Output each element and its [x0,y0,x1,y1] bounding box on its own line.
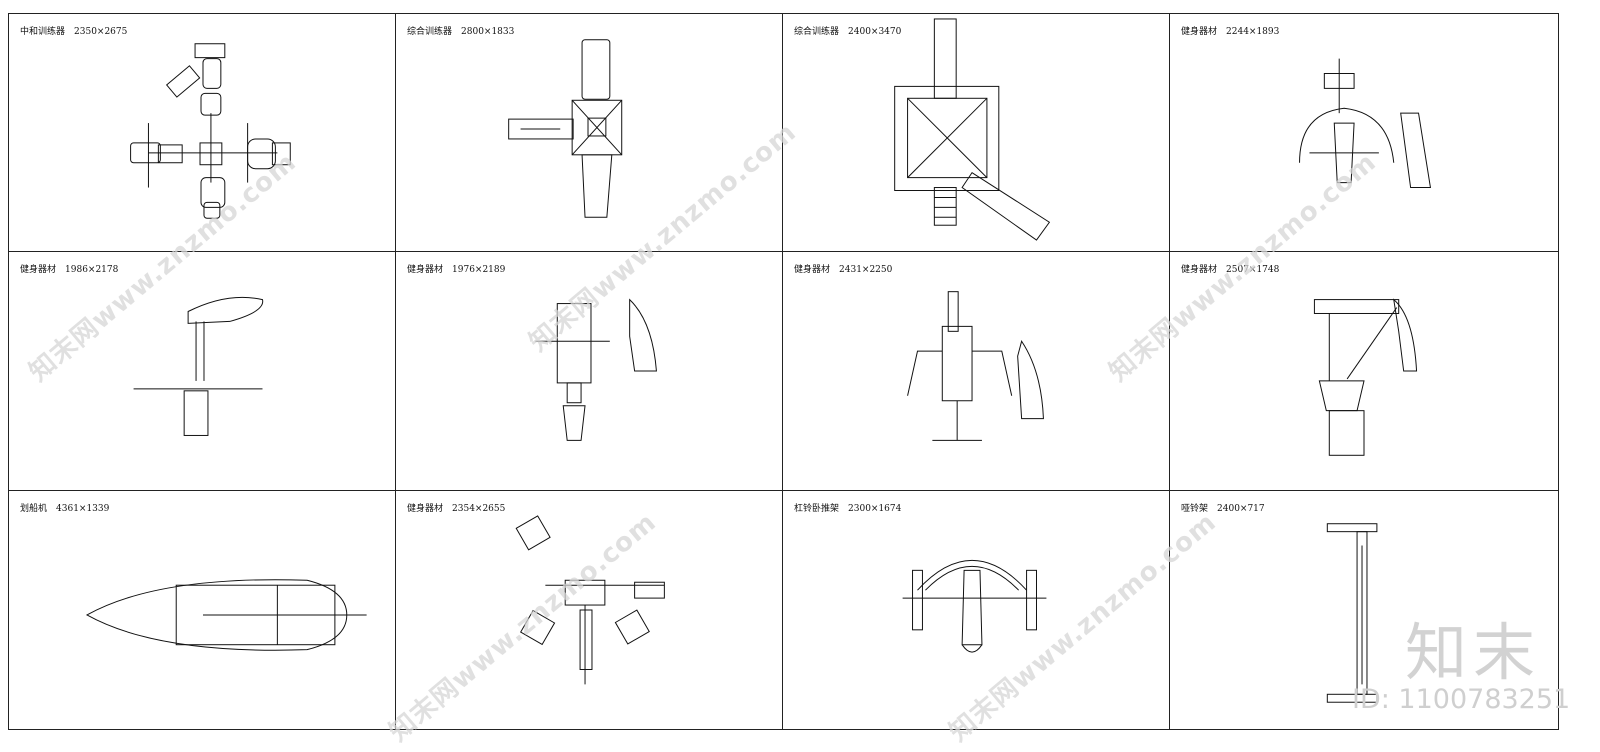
dumbbell-rack-plan [1326,523,1378,703]
fitness-equipment-plan-6 [515,515,665,685]
fitness-equipment-plan-3 [535,298,657,441]
barbell-bench-rack-plan [902,559,1047,653]
fitness-equipment-plan-5 [1313,298,1418,456]
rowing-machine-plan [85,579,367,651]
brand-id-label: ID: 1100783251 [1352,684,1571,715]
fitness-equipment-plan-1 [1299,58,1432,189]
neutral-trainer-plan [130,43,291,219]
brand-logo: 知末 [1405,616,1542,689]
fitness-equipment-plan-4 [907,291,1044,441]
multi-trainer-plan-a [508,39,623,218]
fitness-equipment-plan-2 [133,296,264,436]
multi-trainer-plan-b [894,18,1051,241]
